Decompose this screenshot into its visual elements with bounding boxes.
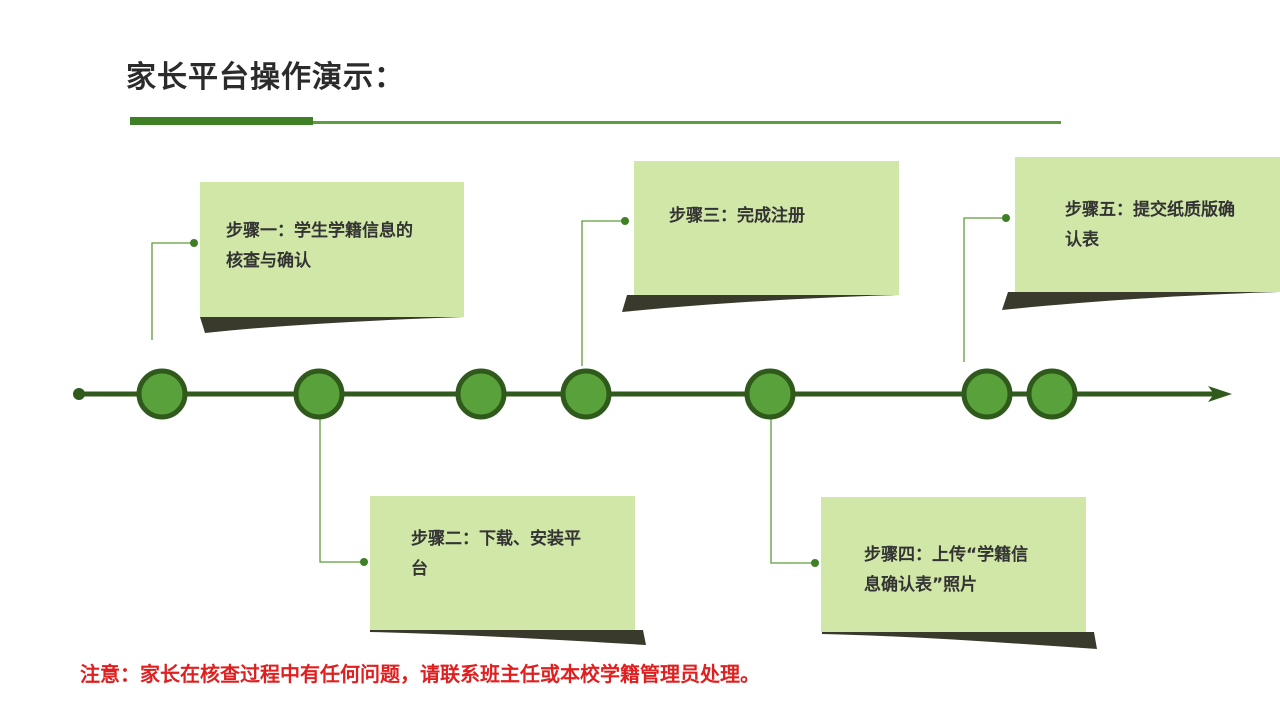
step-card-1 [200,182,464,317]
step-card-3 [634,161,899,295]
timeline-node-4 [560,368,612,420]
card-shadow-2 [370,630,646,645]
step-label-4: 步骤四：上传“学籍信息确认表”照片 [864,545,1029,595]
connector-dot-4 [811,559,819,567]
timeline-node-7 [1026,368,1078,420]
timeline-arrow-head [1208,386,1232,402]
timeline-start-dot [73,388,85,400]
step-card-5 [1015,157,1280,292]
connector-dot-1 [190,239,198,247]
card-shadow-4 [822,632,1097,649]
step-label-3: 步骤三：完成注册 [669,206,805,226]
title-underline-accent [130,117,313,125]
step-label-5: 步骤五：提交纸质版确认表 [1065,200,1235,250]
connector-step-4 [770,418,815,564]
page-title: 家长平台操作演示： [126,60,405,95]
connector-step-5 [963,217,1006,362]
timeline-node-6 [961,368,1013,420]
timeline-node-2 [293,368,345,420]
timeline-node-1 [136,368,188,420]
connector-dot-5 [1002,214,1010,222]
timeline-node-3 [455,368,507,420]
connector-step-3 [581,220,625,366]
notice-text: 注意：家长在核查过程中有任何问题，请联系班主任或本校学籍管理员处理。 [80,662,760,686]
connector-step-1 [151,242,194,340]
title-underline [130,121,1061,124]
timeline-node-5 [744,368,796,420]
connector-step-2 [319,418,364,563]
step-label-1: 步骤一：学生学籍信息的核查与确认 [226,221,413,271]
connector-dot-3 [621,217,629,225]
card-shadow-1 [200,317,464,333]
card-shadow-3 [622,295,899,312]
connector-dot-2 [360,558,368,566]
step-card-2 [370,496,635,630]
step-card-4 [821,497,1086,632]
card-shadow-5 [1002,292,1280,310]
step-label-2: 步骤二：下载、安装平台 [411,529,581,579]
